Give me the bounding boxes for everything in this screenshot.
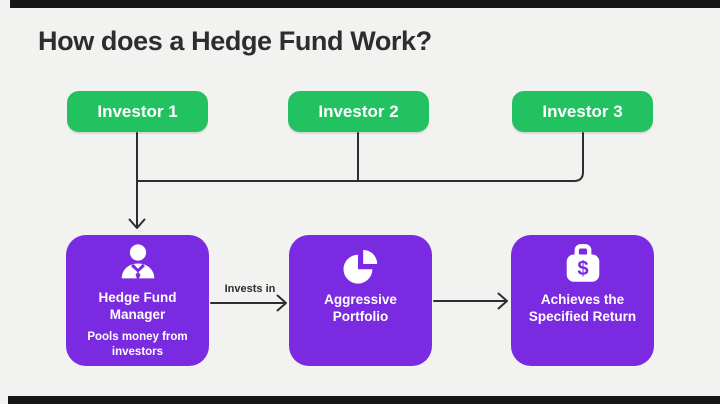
- investor-3-node: Investor 3: [512, 91, 653, 132]
- investor-3-label: Investor 3: [542, 101, 623, 121]
- step-subtitle: Pools money from investors: [87, 330, 188, 358]
- step-title: Achieves the Specified Return: [528, 292, 637, 324]
- bottom-letterbox-bar: [8, 396, 720, 404]
- achieves-return-card: $ Achieves the Specified Return: [511, 235, 654, 366]
- aggressive-portfolio-card: Aggressive Portfolio: [289, 235, 432, 366]
- step-title: Aggressive Portfolio: [324, 292, 397, 324]
- down-arrowhead-icon: [128, 218, 146, 229]
- investor-2-node: Investor 2: [288, 91, 429, 132]
- right-arrowhead-icon: [497, 292, 508, 310]
- dollar-sign-glyph: $: [577, 258, 588, 280]
- investor-1-label: Investor 1: [97, 101, 178, 121]
- money-bag-icon: $: [560, 242, 606, 288]
- manager-person-icon: [115, 240, 161, 286]
- top-letterbox-bar: [10, 0, 720, 8]
- page-title: How does a Hedge Fund Work?: [38, 26, 432, 56]
- hedge-fund-manager-card: Hedge Fund Manager Pools money from inve…: [66, 235, 209, 366]
- investor-1-node: Investor 1: [67, 91, 208, 132]
- right-arrowhead-icon: [276, 294, 287, 312]
- pie-chart-icon: [340, 246, 382, 288]
- investor-2-label: Investor 2: [318, 101, 399, 121]
- investor3-drop-line: [136, 132, 584, 182]
- invests-in-label: Invests in: [224, 283, 276, 295]
- step-title: Hedge Fund Manager: [98, 290, 177, 322]
